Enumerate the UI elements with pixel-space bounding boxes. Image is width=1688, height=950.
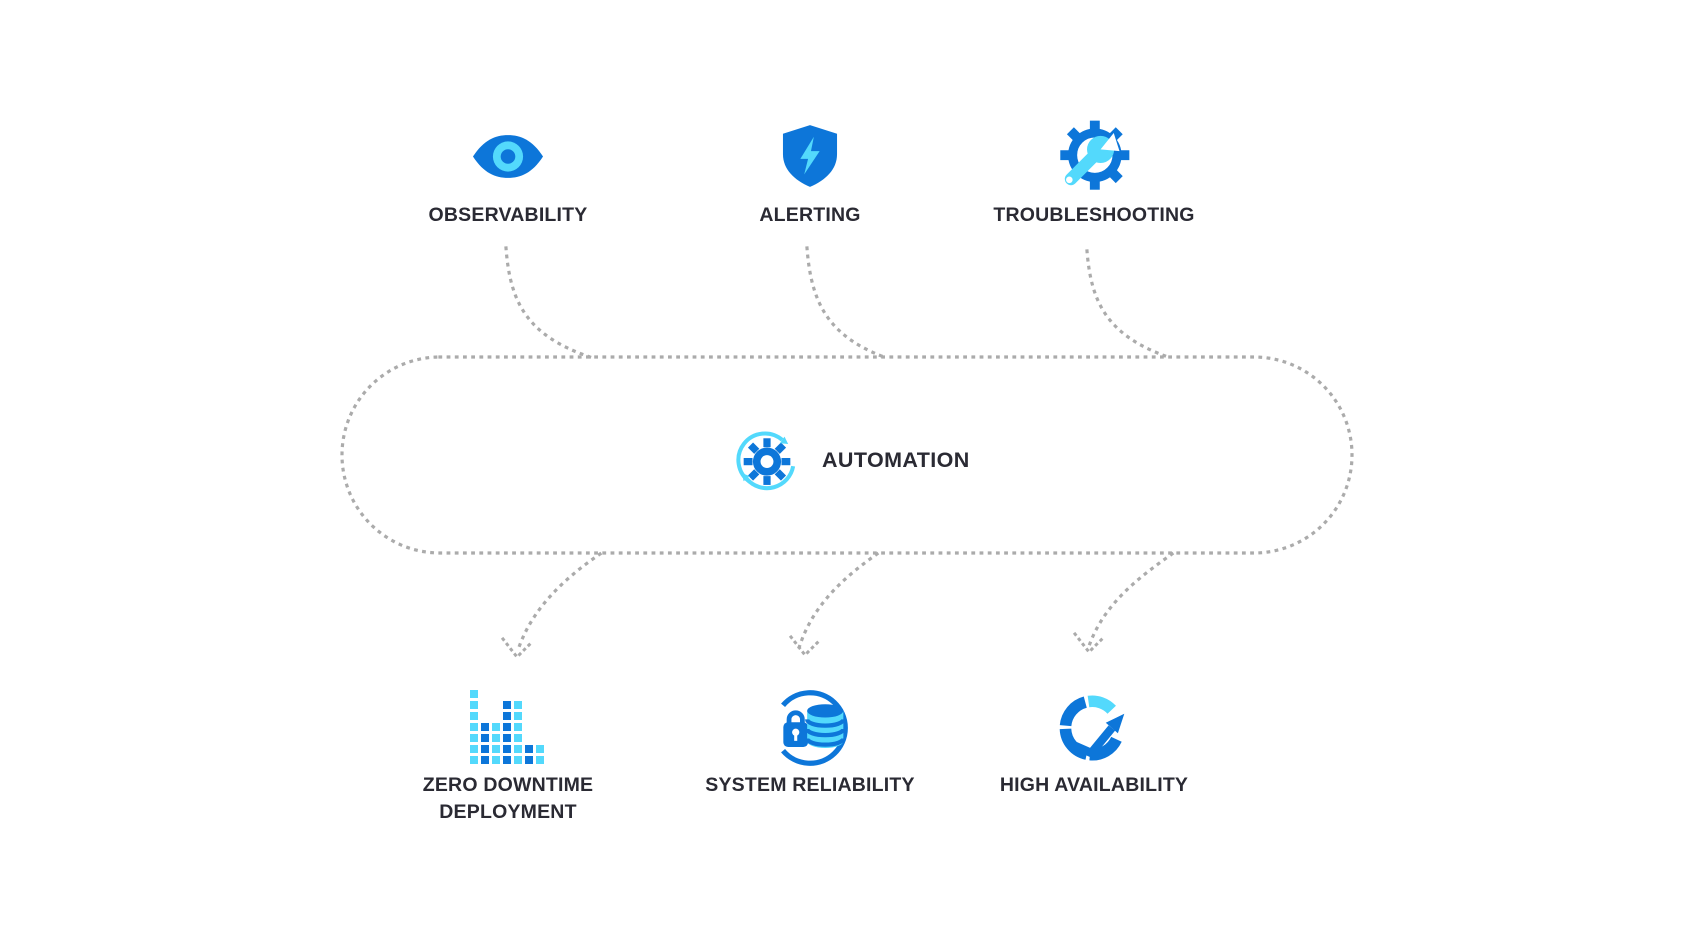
connector-system-reliability	[796, 551, 880, 651]
node-label: SYSTEM RELIABILITY	[705, 774, 915, 796]
node-label: OBSERVABILITY	[428, 204, 588, 226]
gear-wrench-icon	[1060, 120, 1130, 190]
output-node-system-reliability: SYSTEM RELIABILITY	[660, 688, 960, 799]
connector-troubleshooting	[1085, 249, 1171, 360]
connector-observability	[504, 246, 593, 360]
center-node-automation: AUTOMATION	[730, 420, 970, 500]
automation-label: AUTOMATION	[822, 447, 970, 472]
connector-alerting	[805, 246, 887, 360]
node-label: HIGH AVAILABILITY	[999, 774, 1189, 796]
input-node-alerting: ALERTING	[660, 116, 960, 229]
automation-pill-border	[340, 355, 1354, 555]
arrowhead-zero-downtime	[500, 636, 534, 660]
node-label: ALERTING	[759, 204, 861, 226]
input-node-troubleshooting: TROUBLESHOOTING	[944, 116, 1244, 229]
connector-zero-downtime	[515, 551, 603, 653]
output-node-high-availability: HIGH AVAILABILITY	[944, 688, 1244, 799]
gear-sync-icon	[736, 431, 796, 491]
pixel-bar-chart-icon	[470, 690, 544, 764]
node-label: TROUBLESHOOTING	[993, 204, 1195, 226]
input-node-observability: OBSERVABILITY	[358, 116, 658, 229]
database-lock-icon	[781, 690, 848, 766]
arrowhead-high-availability	[1072, 631, 1106, 655]
shield-lightning-icon	[782, 125, 838, 187]
gauge-trend-arrow-icon	[1059, 695, 1125, 761]
eye-icon	[472, 134, 544, 178]
arrowhead-system-reliability	[788, 634, 822, 658]
connector-high-availability	[1086, 551, 1175, 649]
